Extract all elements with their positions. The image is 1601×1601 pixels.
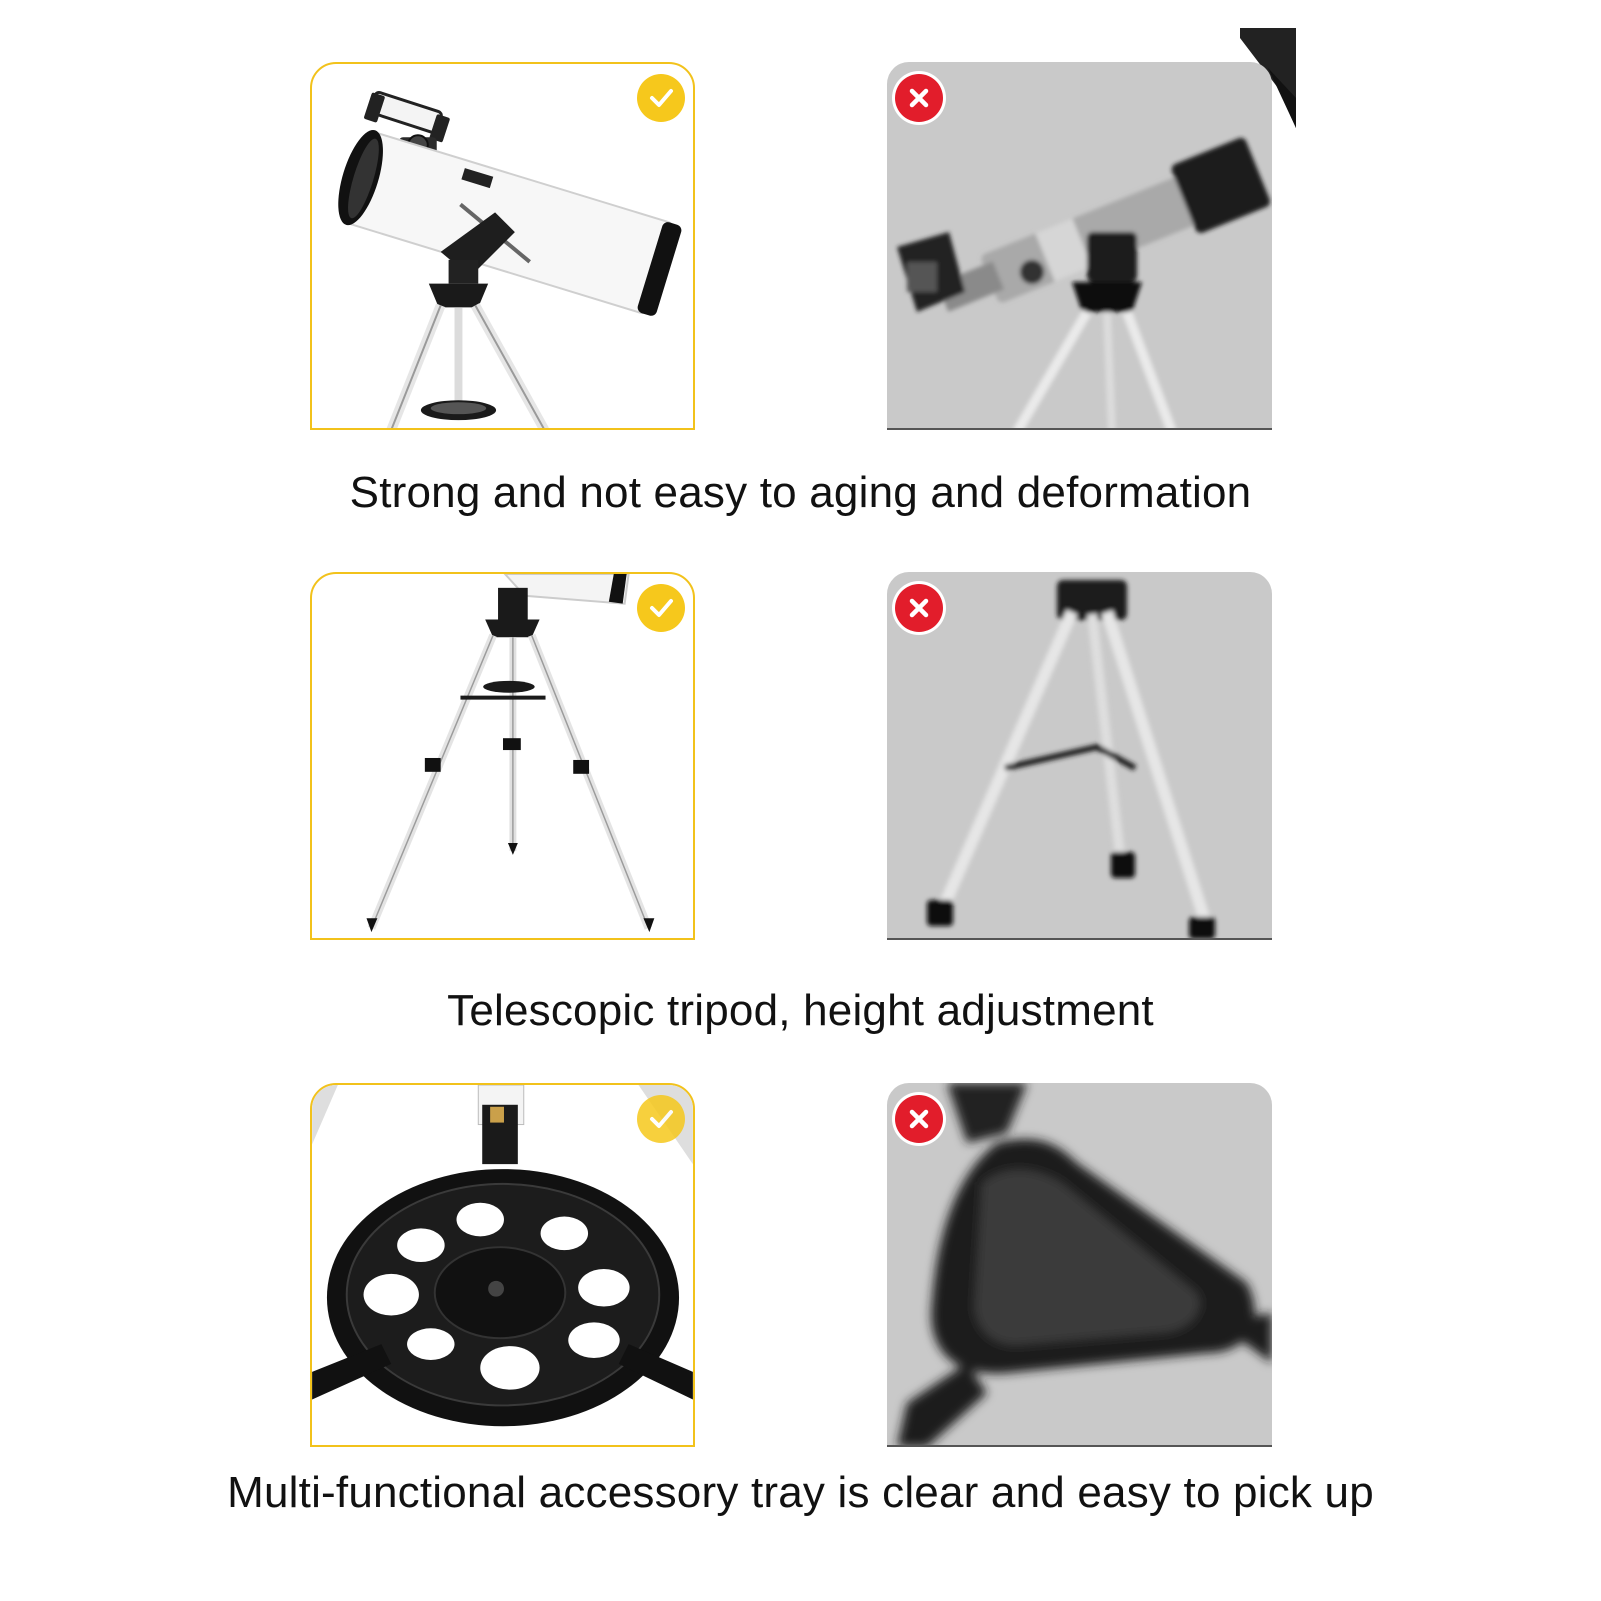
bad-tripod-panel (887, 572, 1272, 940)
row-caption-3: Multi-functional accessory tray is clear… (227, 1468, 1374, 1517)
row-caption-2: Telescopic tripod, height adjustment (447, 986, 1154, 1035)
cross-icon (895, 584, 943, 632)
cross-icon (895, 1095, 943, 1143)
check-icon (637, 584, 685, 632)
cross-icon (895, 74, 943, 122)
reflector-telescope-image (338, 90, 682, 428)
telescopic-tripod-image (366, 574, 655, 933)
blurry-refractor-image (897, 137, 1271, 430)
good-telescope-panel (310, 62, 695, 430)
bad-telescope-panel (887, 62, 1272, 430)
row-caption-1: Strong and not easy to aging and deforma… (349, 468, 1252, 517)
bad-tray-panel (887, 1083, 1272, 1447)
corner-fragment (1240, 28, 1296, 128)
blurry-tray-image (897, 1083, 1272, 1447)
check-icon (637, 74, 685, 122)
good-tripod-panel (310, 572, 695, 940)
blurry-tripod-image (927, 580, 1215, 939)
check-icon (637, 1095, 685, 1143)
accessory-tray-image (312, 1085, 693, 1427)
good-tray-panel (310, 1083, 695, 1447)
